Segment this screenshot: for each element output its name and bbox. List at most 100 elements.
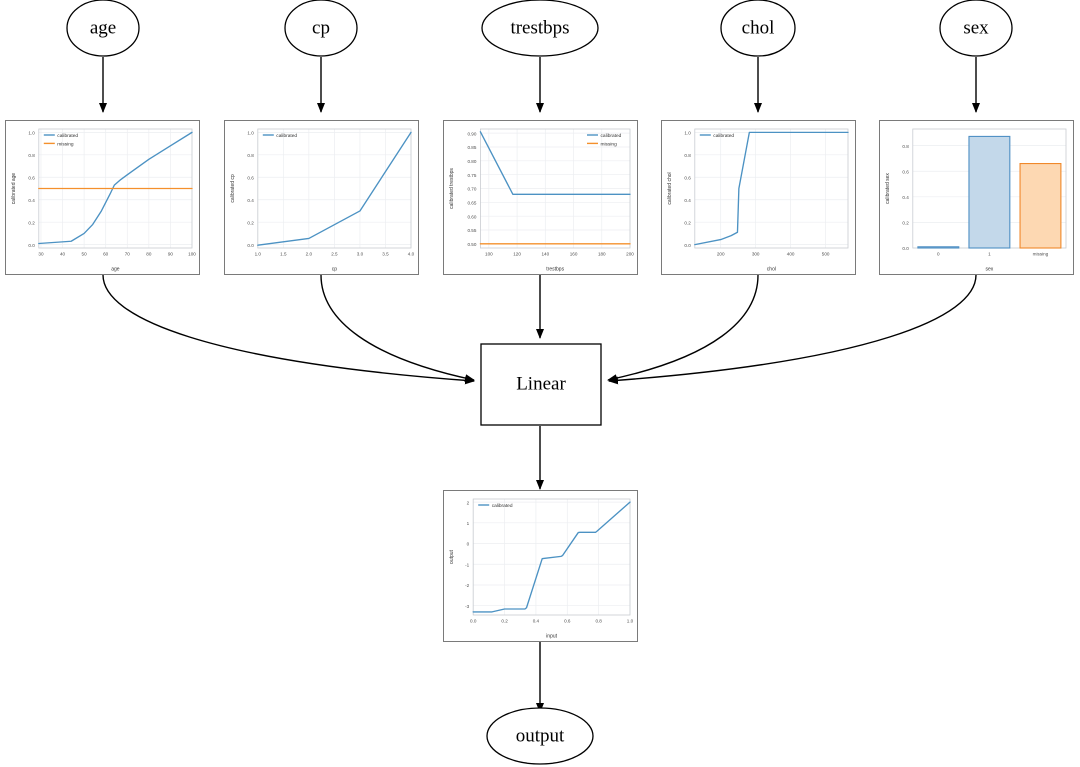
svg-text:calibrated: calibrated (276, 133, 297, 139)
svg-text:0.6: 0.6 (902, 169, 909, 174)
svg-text:0.8: 0.8 (247, 153, 254, 158)
node-sex-label: sex (963, 17, 989, 38)
svg-text:0.8: 0.8 (684, 153, 691, 158)
node-output-label: output (516, 725, 565, 746)
svg-text:chol: chol (767, 267, 776, 273)
svg-text:0.2: 0.2 (684, 220, 691, 225)
svg-text:3.5: 3.5 (382, 252, 389, 257)
svg-text:0.0: 0.0 (902, 246, 909, 251)
svg-text:0.4: 0.4 (902, 195, 909, 200)
svg-text:output: output (449, 549, 455, 564)
svg-text:calibrated trestbps: calibrated trestbps (449, 168, 455, 209)
node-chol-label: chol (742, 17, 775, 38)
node-trestbps[interactable] (481, 0, 599, 57)
svg-text:120: 120 (513, 252, 521, 257)
svg-text:sex: sex (986, 267, 994, 273)
node-age-label: age (90, 17, 116, 38)
svg-text:90: 90 (168, 252, 174, 257)
svg-text:1.0: 1.0 (627, 619, 634, 624)
svg-text:calibrated sex: calibrated sex (885, 173, 891, 204)
svg-text:missing: missing (1033, 252, 1049, 257)
svg-text:0.2: 0.2 (902, 221, 909, 226)
svg-text:3.0: 3.0 (357, 252, 364, 257)
edge-chol-chart-to-linear (607, 274, 759, 383)
svg-text:0.0: 0.0 (247, 243, 254, 248)
svg-text:1.0: 1.0 (684, 131, 691, 136)
edge-cp-chart-to-linear (320, 274, 475, 383)
svg-text:300: 300 (752, 252, 760, 257)
svg-text:0.0: 0.0 (28, 243, 35, 248)
svg-text:0.4: 0.4 (684, 198, 691, 203)
svg-text:0: 0 (467, 542, 470, 547)
svg-text:0: 0 (937, 252, 940, 257)
svg-text:0.2: 0.2 (247, 220, 254, 225)
svg-text:0.4: 0.4 (533, 619, 540, 624)
svg-text:0.65: 0.65 (467, 201, 476, 206)
svg-text:calibrated age: calibrated age (11, 173, 17, 205)
svg-text:1: 1 (988, 252, 991, 257)
svg-text:0.6: 0.6 (564, 619, 571, 624)
svg-text:0.60: 0.60 (467, 214, 476, 219)
svg-text:500: 500 (822, 252, 830, 257)
svg-text:50: 50 (82, 252, 88, 257)
node-linear-label: Linear (516, 373, 566, 394)
edge-age-chart-to-linear (102, 274, 475, 385)
svg-text:4.0: 4.0 (408, 252, 415, 257)
svg-text:calibrated: calibrated (492, 503, 513, 509)
svg-text:input: input (546, 634, 557, 640)
svg-text:0.8: 0.8 (902, 144, 909, 149)
svg-text:180: 180 (598, 252, 606, 257)
svg-text:2.0: 2.0 (306, 252, 313, 257)
svg-text:missing: missing (601, 141, 618, 147)
svg-text:0.75: 0.75 (467, 173, 476, 178)
node-cp[interactable] (284, 0, 358, 57)
edge-sex-chart-to-linear (608, 274, 977, 385)
node-sex[interactable] (939, 0, 1013, 57)
svg-text:missing: missing (57, 141, 74, 147)
svg-text:100: 100 (188, 252, 196, 257)
svg-text:age: age (111, 267, 120, 273)
svg-text:1: 1 (467, 521, 470, 526)
svg-text:0.4: 0.4 (247, 198, 254, 203)
svg-text:0.0: 0.0 (684, 243, 691, 248)
svg-text:400: 400 (787, 252, 795, 257)
svg-text:calibrated: calibrated (57, 133, 78, 139)
svg-text:0.55: 0.55 (467, 228, 476, 233)
node-cp-label: cp (312, 17, 330, 38)
svg-text:calibrated chol: calibrated chol (667, 172, 673, 204)
svg-text:-1: -1 (465, 562, 470, 567)
svg-text:0.8: 0.8 (595, 619, 602, 624)
svg-text:-3: -3 (465, 604, 470, 609)
node-age[interactable] (66, 0, 140, 57)
svg-text:30: 30 (38, 252, 44, 257)
svg-text:80: 80 (146, 252, 152, 257)
svg-text:1.0: 1.0 (247, 131, 254, 136)
chart-panel-sex[interactable]: 0.0 0.2 0.4 0.6 0.8 0 1 missing sex calibrated se… (879, 120, 1074, 275)
svg-text:70: 70 (125, 252, 131, 257)
svg-text:0.6: 0.6 (684, 175, 691, 180)
svg-text:0.80: 0.80 (467, 159, 476, 164)
svg-text:cp: cp (332, 267, 338, 273)
node-chol[interactable] (720, 0, 796, 57)
svg-text:0.2: 0.2 (28, 220, 35, 225)
node-trestbps-label: trestbps (510, 17, 569, 38)
svg-text:0.6: 0.6 (28, 175, 35, 180)
svg-text:calibrated cp: calibrated cp (230, 174, 236, 203)
svg-text:0.0: 0.0 (470, 619, 477, 624)
svg-text:60: 60 (103, 252, 109, 257)
svg-text:1.0: 1.0 (255, 252, 262, 257)
svg-text:0.6: 0.6 (247, 175, 254, 180)
svg-text:2.5: 2.5 (331, 252, 338, 257)
svg-text:0.2: 0.2 (501, 619, 508, 624)
node-output[interactable] (486, 707, 594, 765)
svg-text:0.70: 0.70 (467, 187, 476, 192)
svg-text:1.0: 1.0 (28, 131, 35, 136)
node-linear[interactable] (480, 343, 602, 426)
